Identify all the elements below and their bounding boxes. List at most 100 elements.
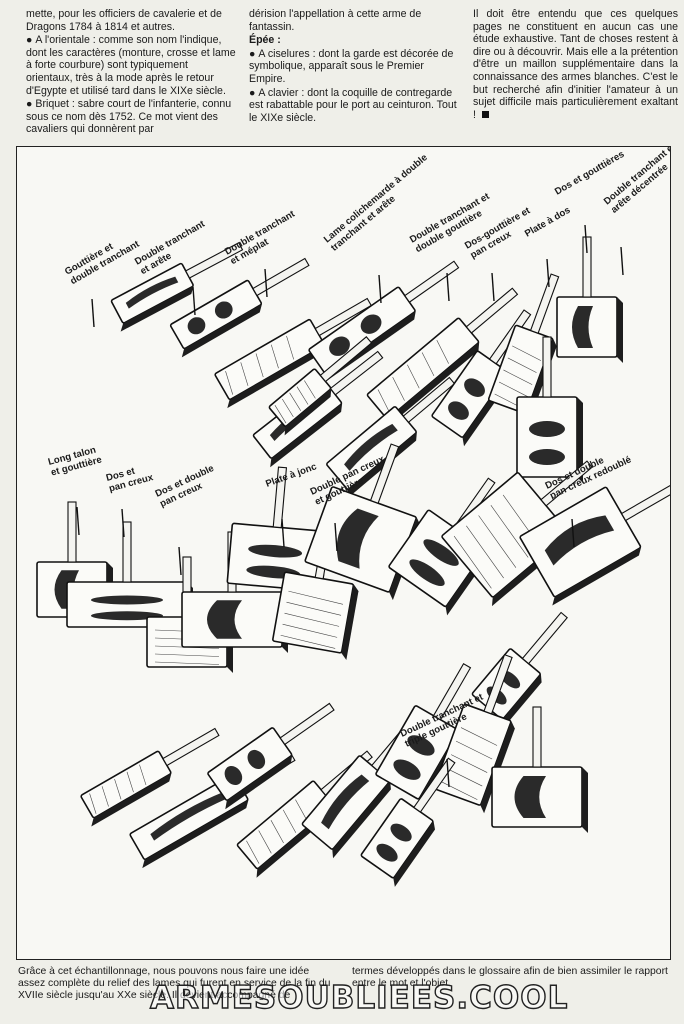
blade-profile <box>366 287 519 428</box>
blade-hatching <box>282 623 338 638</box>
blade-hatching <box>255 353 264 378</box>
blade-shadow <box>225 755 293 810</box>
blade-hatching <box>288 590 344 605</box>
blade-hatching <box>286 601 342 616</box>
blade-shadow <box>502 673 542 729</box>
blade-tang <box>582 236 592 298</box>
paragraph: dérision l'appellation à cette arme de f… <box>249 8 422 33</box>
blade-shadow <box>227 344 325 409</box>
blade-groove <box>91 595 163 605</box>
blade-tang <box>532 706 542 768</box>
blade-hatching <box>503 369 533 385</box>
blade-tang <box>483 653 513 715</box>
blade-shadow <box>393 821 436 887</box>
section-heading: Épée : <box>249 34 281 47</box>
label-leader-line <box>378 274 382 304</box>
blade-tang <box>521 611 568 665</box>
blade-hatching <box>421 352 435 377</box>
blade-hatching <box>446 767 483 787</box>
blade-hatching <box>455 740 493 760</box>
blade-shadow <box>120 285 194 332</box>
blade-groove <box>125 276 179 309</box>
blade-shadow <box>181 304 262 358</box>
label-leader-line <box>264 268 268 298</box>
blade-groove <box>248 544 303 558</box>
label-leader-line <box>546 258 550 288</box>
blade-tang <box>67 501 77 563</box>
blade-hatching <box>270 344 279 369</box>
blade-groove <box>572 306 593 348</box>
blade-label-line: Plate à dos <box>523 205 572 240</box>
blade-tang <box>404 260 460 303</box>
blade-groove <box>321 774 370 830</box>
blade-groove <box>150 792 227 841</box>
label-leader-line <box>446 272 450 302</box>
caption-right: termes développés dans le glossaire afin… <box>352 966 668 990</box>
blade-shadow <box>332 780 391 859</box>
blade-hatching <box>304 380 316 399</box>
blade-hatching <box>286 335 295 360</box>
label-leader-line <box>192 286 196 316</box>
blade-tang <box>185 241 244 279</box>
blade-hatching <box>274 405 287 424</box>
blade-hatching <box>114 779 122 800</box>
label-leader-line <box>91 298 95 328</box>
blade-groove <box>247 749 266 770</box>
blade-shadow <box>142 799 249 869</box>
blade-shadow <box>270 403 343 468</box>
text-column-2: dérision l'appellation à cette arme de f… <box>249 8 461 125</box>
blade-hatching <box>377 389 391 414</box>
blade-hatching <box>392 377 405 401</box>
blade-profile <box>110 241 244 332</box>
blade-shadow <box>617 297 623 363</box>
label-leader-line <box>178 546 182 576</box>
blade-hatching <box>139 764 147 786</box>
label-leader-line <box>620 246 624 276</box>
blade-hatching <box>451 754 488 773</box>
blade-shadow <box>341 584 359 661</box>
bullet-icon: ● <box>249 86 256 99</box>
blade-profile <box>214 297 372 409</box>
blade-hatching <box>460 727 498 746</box>
blade-section <box>272 571 355 654</box>
blade-groove <box>224 765 243 786</box>
blade-hatching <box>258 830 272 854</box>
blade-hatching <box>441 781 478 800</box>
label-leader-line <box>584 224 588 254</box>
blade-profile <box>516 336 583 483</box>
blade-hatching <box>101 786 109 807</box>
blade-tang <box>319 336 373 383</box>
label-leader-line <box>446 758 450 788</box>
label-leader-line <box>571 518 575 548</box>
blade-tang <box>272 466 288 529</box>
text-column-1: mette, pour les officiers de cavalerie e… <box>26 8 236 137</box>
blade-hatching <box>282 398 294 418</box>
label-leader-line <box>281 518 285 548</box>
bullet-icon: ● <box>249 47 256 60</box>
blade-tang <box>542 336 552 398</box>
blade-hatching <box>126 771 134 793</box>
blade-tang <box>369 443 400 504</box>
blade-hatching <box>289 392 301 411</box>
label-leader-line <box>334 522 338 552</box>
watermark: ARMESOUBLIEES.COOL <box>149 979 569 1016</box>
blade-hatching <box>466 525 504 579</box>
blade-groove <box>214 301 233 319</box>
blade-label: Plate à dos <box>523 205 572 240</box>
blade-groove <box>360 314 382 334</box>
blade-groove <box>91 611 163 621</box>
blade-profile <box>169 257 310 358</box>
blade-hatching <box>498 381 528 397</box>
blade-profile <box>326 376 456 499</box>
blade-shadow <box>577 397 583 483</box>
blade-groove <box>407 735 435 756</box>
blade-hatching <box>240 362 249 386</box>
blade-label: Dos etpan creux <box>105 461 155 494</box>
blade-tang <box>413 757 456 813</box>
blade-tang <box>465 287 519 334</box>
blade-tang <box>252 257 310 297</box>
blade-hatching <box>225 371 234 395</box>
blade-profile <box>207 702 335 810</box>
bullet-icon: ● <box>26 98 33 111</box>
